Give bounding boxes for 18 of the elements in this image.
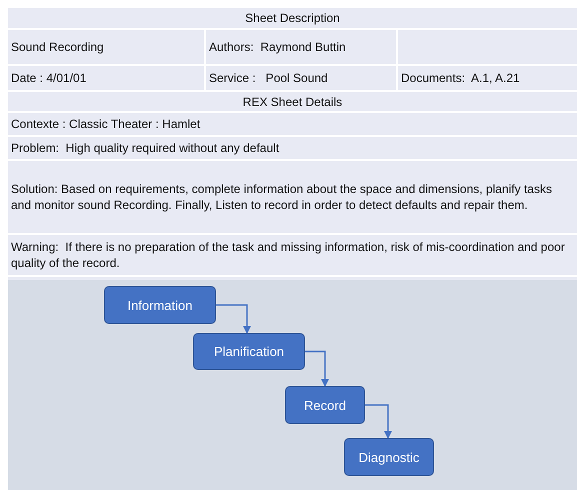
table-text: Date : 4/01/01 bbox=[11, 70, 86, 86]
table-text: Authors: Raymond Buttin bbox=[209, 39, 346, 55]
table-text: Documents: A.1, A.21 bbox=[401, 70, 520, 86]
table-text: Service : Pool Sound bbox=[209, 70, 328, 86]
table-heading: REX Sheet Details bbox=[242, 94, 342, 110]
arrow bbox=[216, 304, 251, 334]
table-text: Problem: High quality required without any default bbox=[11, 140, 280, 156]
table-text: Solution: Based on requirements, complete information about the space and dimensions, planify tasks and monitor sound Recording. Finally, Listen to record in order to detect defaults and repair them. bbox=[11, 181, 553, 213]
process-box: Diagnostic bbox=[344, 438, 434, 476]
table-text: Sound Recording bbox=[11, 39, 104, 55]
table-text: Warning: If there is no preparation of the task and missing information, risk of mis-coordination and poor quality of the record. bbox=[11, 239, 566, 271]
table-text: Contexte : Classic Theater : Hamlet bbox=[11, 116, 200, 132]
arrow bbox=[305, 350, 329, 387]
table-heading: Sheet Description bbox=[245, 10, 340, 26]
process-box: Planification bbox=[193, 333, 305, 370]
process-box: Information bbox=[104, 286, 216, 324]
arrow bbox=[365, 404, 392, 439]
process-box: Record bbox=[285, 386, 365, 424]
